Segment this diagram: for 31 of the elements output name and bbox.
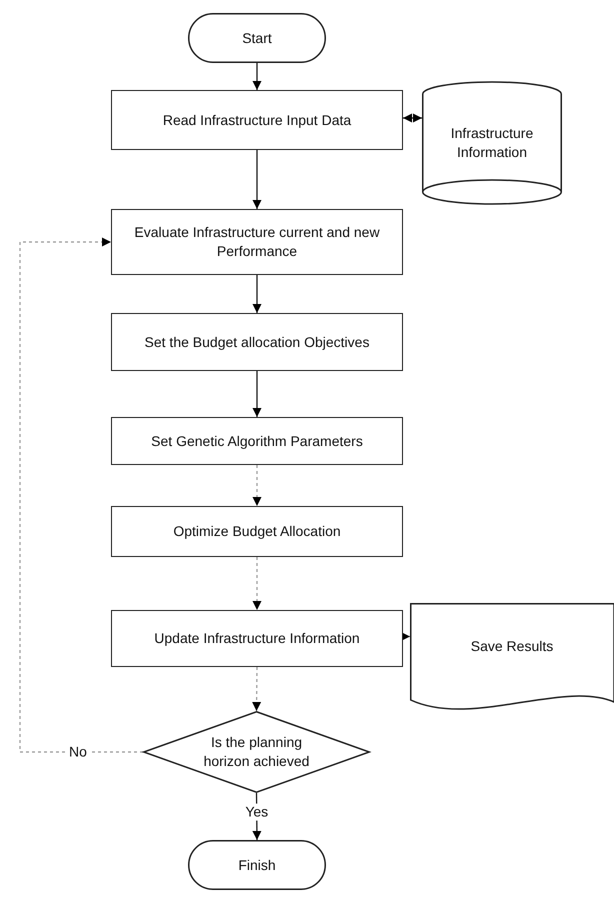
arrow [252, 150, 262, 209]
node-label: Set Genetic Algorithm Parameters [151, 432, 363, 450]
database-cylinder [422, 82, 562, 204]
terminal-shape [188, 13, 326, 63]
arrow [403, 114, 422, 122]
process-box [111, 313, 403, 371]
terminal-shape [188, 840, 326, 890]
node-label: Set the Budget allocation Objectives [144, 332, 370, 352]
process-box [111, 209, 403, 275]
decision-diamond [143, 711, 370, 793]
arrow [252, 275, 262, 313]
node-label: Infrastructure Information [450, 124, 534, 162]
arrow [252, 465, 262, 506]
arrow [252, 63, 262, 90]
node-label: Is the planning horizon achieved [202, 733, 310, 771]
arrow [401, 632, 410, 641]
node-label: Evaluate Infrastructure current and new Performance [133, 223, 381, 261]
node-label: Start [242, 28, 272, 48]
node-label: Read Infrastructure Input Data [162, 110, 352, 130]
process-box [111, 506, 403, 557]
node-label: Optimize Budget Allocation [173, 522, 341, 541]
process-box [111, 417, 403, 465]
process-box [111, 90, 403, 150]
node-label: Finish [238, 856, 276, 874]
arrow [252, 371, 262, 417]
node-label: Update Infrastructure Information [154, 629, 360, 648]
node-label: Save Results [470, 637, 554, 656]
arrow [252, 557, 262, 610]
arrow [19, 238, 143, 753]
arrow [252, 667, 262, 711]
process-box [111, 610, 403, 667]
